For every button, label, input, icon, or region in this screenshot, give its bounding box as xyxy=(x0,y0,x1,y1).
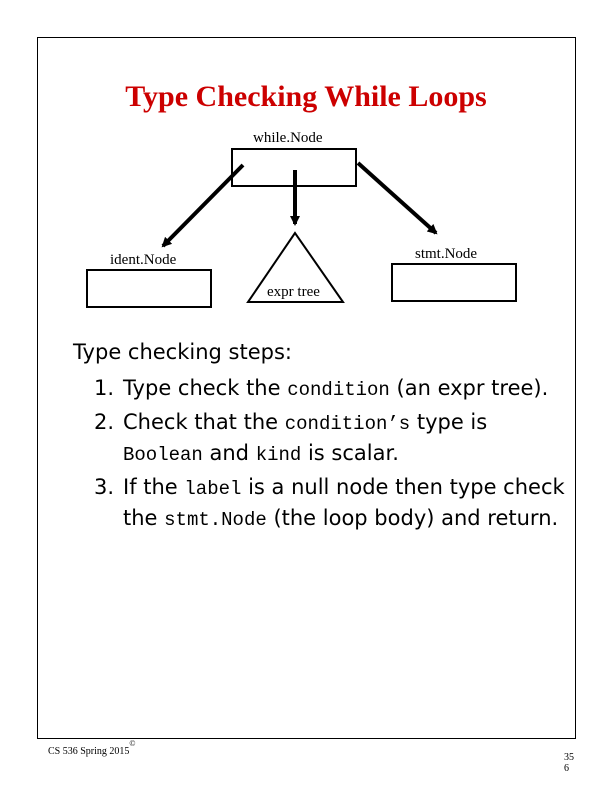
step-code-term: label xyxy=(184,478,242,500)
step-text: If the xyxy=(123,475,185,499)
ident-node-label: ident.Node xyxy=(110,252,177,268)
step-text: type is xyxy=(410,410,488,434)
step-text: and xyxy=(202,441,256,465)
expr-tree-label: expr tree xyxy=(267,284,320,301)
expr-tree-triangle xyxy=(246,231,345,303)
while-node-label: while.Node xyxy=(253,130,323,146)
page-number-line1: 35 xyxy=(564,752,574,763)
step-code-term: condition xyxy=(287,379,390,401)
page-number: 35 6 xyxy=(564,752,578,774)
footer-course-text: CS 536 Spring 2015 xyxy=(48,746,130,757)
step-item: 2. Check that the condition’s type is Boo… xyxy=(73,408,573,470)
ast-diagram xyxy=(86,148,517,308)
arrow-to-stmt xyxy=(356,161,438,235)
step-text: Type check the xyxy=(123,376,288,400)
page-number-line2: 6 xyxy=(564,763,569,774)
step-text: is a null node then type check the xyxy=(123,475,565,530)
step-code-term: kind xyxy=(255,444,302,466)
steps-section: Type checking steps: 1. Type check the co… xyxy=(73,340,573,538)
step-code-term: Boolean xyxy=(123,444,203,466)
stmt-node-label: stmt.Node xyxy=(415,246,478,262)
step-text: Check that the xyxy=(123,410,285,434)
slide-frame xyxy=(37,37,576,739)
copyright-mark: © xyxy=(129,739,136,748)
arrow-to-ident xyxy=(161,163,245,248)
ident-node-box xyxy=(86,269,212,308)
step-list: 1. Type check the condition (an expr tree… xyxy=(73,374,573,535)
step-number: 1. xyxy=(94,376,115,400)
step-code-term: stmt.Node xyxy=(164,509,267,531)
steps-heading: Type checking steps: xyxy=(73,340,292,364)
stmt-node-box xyxy=(391,263,517,302)
slide-title: Type Checking While Loops xyxy=(125,80,487,113)
step-text: (the loop body) and return. xyxy=(266,506,559,530)
step-text: (an expr tree). xyxy=(389,376,549,400)
step-code-term: condition’s xyxy=(284,413,411,435)
step-item: 1. Type check the condition (an expr tree… xyxy=(73,374,573,405)
footer-course: CS 536 Spring 2015© xyxy=(48,739,135,757)
step-text: is scalar. xyxy=(301,441,399,465)
step-item: 3. If the label is a null node then type … xyxy=(73,473,573,535)
step-number: 3. xyxy=(94,475,115,499)
step-number: 2. xyxy=(94,410,115,434)
